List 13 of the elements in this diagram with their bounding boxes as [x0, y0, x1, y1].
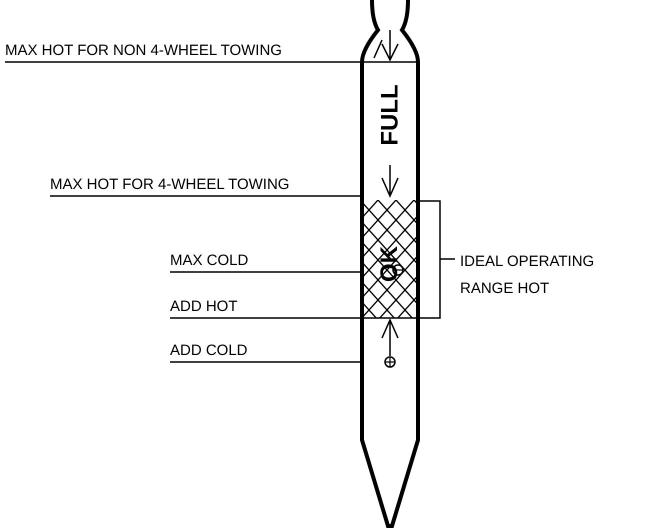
leader-line [5, 61, 361, 63]
leader-line [170, 317, 361, 319]
callout-label: MAX COLD [170, 251, 248, 271]
marking-text: FULL [378, 84, 402, 146]
callout-label: ADD HOT [170, 297, 238, 317]
callout-label: ADD COLD [170, 341, 248, 361]
dipstick-drawing [360, 0, 420, 530]
leader-line [50, 195, 361, 197]
callout-label: MAX HOT FOR NON 4-WHEEL TOWING [5, 41, 282, 61]
leader-line [170, 271, 361, 273]
range-label: IDEAL OPERATING RANGE HOT [460, 252, 596, 299]
callout-label: MAX HOT FOR 4-WHEEL TOWING [50, 175, 290, 195]
leader-line [170, 361, 361, 363]
